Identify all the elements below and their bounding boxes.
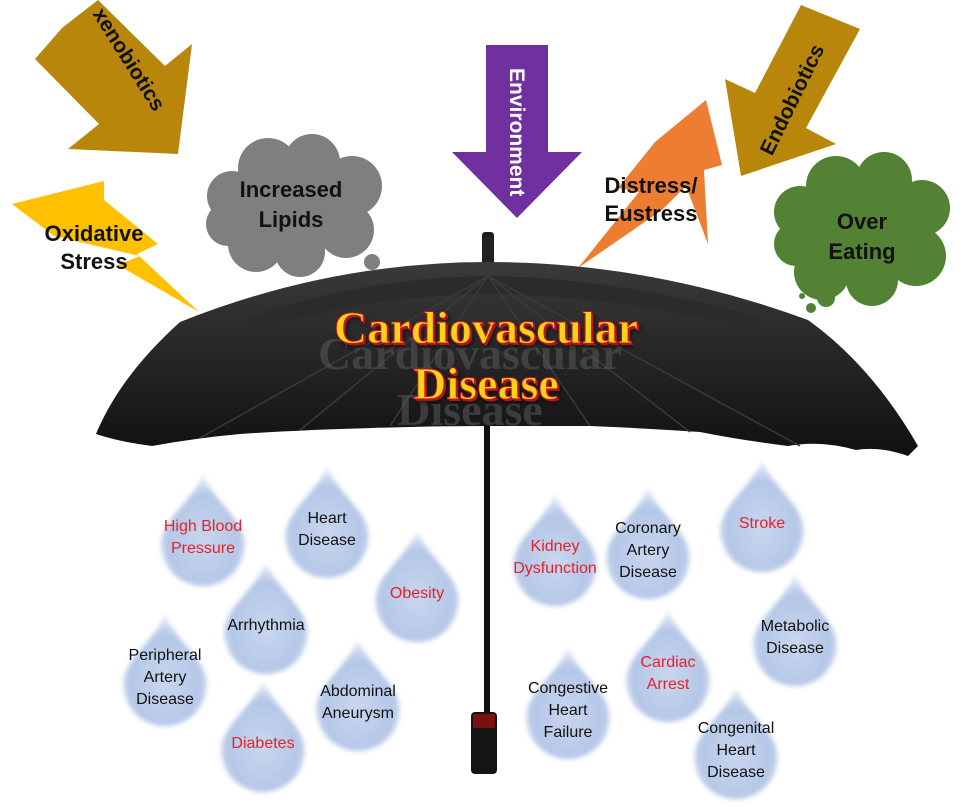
increased-lipids-cloud (206, 134, 395, 291)
raindrop-label-line: Disease (766, 640, 824, 657)
raindrop (161, 474, 245, 586)
raindrop (694, 687, 778, 799)
umbrella-ribs (199, 275, 801, 447)
environment-arrow (452, 45, 582, 218)
raindrop-label-line: Arrhythmia (227, 617, 305, 634)
raindrop (316, 639, 400, 751)
raindrop-label-line: Congenital (697, 720, 775, 737)
raindrops (123, 460, 837, 799)
raindrop (526, 647, 610, 759)
increased-lipids-label: Increased Lipids (239, 177, 343, 232)
raindrop (626, 610, 710, 722)
raindrop-label-line: Artery (143, 669, 187, 686)
over-eating-cloud (774, 152, 950, 313)
raindrop-label-line: Abdominal (320, 683, 396, 700)
raindrop (753, 574, 837, 686)
raindrop-label-line: Disease (298, 532, 356, 549)
raindrop-label-line: Obesity (389, 585, 445, 602)
raindrop (513, 494, 597, 606)
oxidative-stress-label: Oxidative Stress (44, 221, 144, 274)
umbrella-tip (482, 232, 494, 272)
endobiotics-arrow (725, 5, 860, 176)
over-eating-label: Over Eating (828, 209, 896, 264)
raindrop-label-line: High Blood (163, 518, 243, 535)
distress-bolt (578, 100, 722, 268)
raindrop (606, 487, 690, 599)
raindrop-label: Obesity (352, 583, 482, 605)
raindrop (224, 562, 308, 674)
environment-label: Environment (505, 68, 528, 197)
raindrop-label-line: Pressure (170, 540, 236, 557)
raindrop-label-line: Heart (548, 702, 588, 719)
umbrella-vent (250, 276, 760, 332)
raindrop-label: Diabetes (198, 733, 328, 755)
raindrop (221, 680, 305, 792)
raindrop-label-line: Stroke (738, 515, 786, 532)
raindrop-label-line: Diabetes (231, 735, 295, 752)
raindrop-label-line: Heart (307, 510, 347, 527)
raindrop-label-line: Coronary (615, 520, 681, 537)
raindrop-label-line: Artery (626, 542, 670, 559)
raindrop-label: Stroke (697, 513, 827, 535)
umbrella-handle-band (473, 714, 495, 728)
umbrella (96, 232, 918, 774)
title-shadow: Cardiovascular Disease (317, 328, 623, 435)
distress-label: Distress/ Eustress (604, 173, 698, 226)
raindrop-label-line: Failure (543, 724, 593, 741)
raindrop-label-line: Kidney (530, 538, 580, 555)
raindrop-label-line: Dysfunction (513, 560, 597, 577)
raindrop-label-line: Peripheral (128, 647, 202, 664)
raindrop-label-line: Congestive (527, 680, 609, 697)
raindrop (285, 466, 369, 578)
raindrop-label-line: Arrest (646, 676, 690, 693)
umbrella-shaft (484, 426, 490, 716)
raindrop-label-line: Disease (136, 691, 194, 708)
raindrop-label-line: Disease (707, 764, 765, 781)
raindrop-label-line: Cardiac (640, 654, 696, 671)
raindrop-label: Arrhythmia (201, 615, 331, 637)
oxidative-stress-bolt (12, 181, 199, 312)
raindrop-label-line: Aneurysm (321, 705, 395, 722)
raindrop-label-line: Disease (619, 564, 677, 581)
xenobiotics-arrow (35, 0, 192, 154)
raindrop (123, 614, 207, 726)
diagram-title: Cardiovascular Disease (333, 302, 639, 410)
raindrop (720, 460, 804, 572)
raindrop-label-line: Metabolic (760, 618, 830, 635)
raindrop (375, 530, 459, 642)
raindrop-label-line: Heart (716, 742, 756, 759)
